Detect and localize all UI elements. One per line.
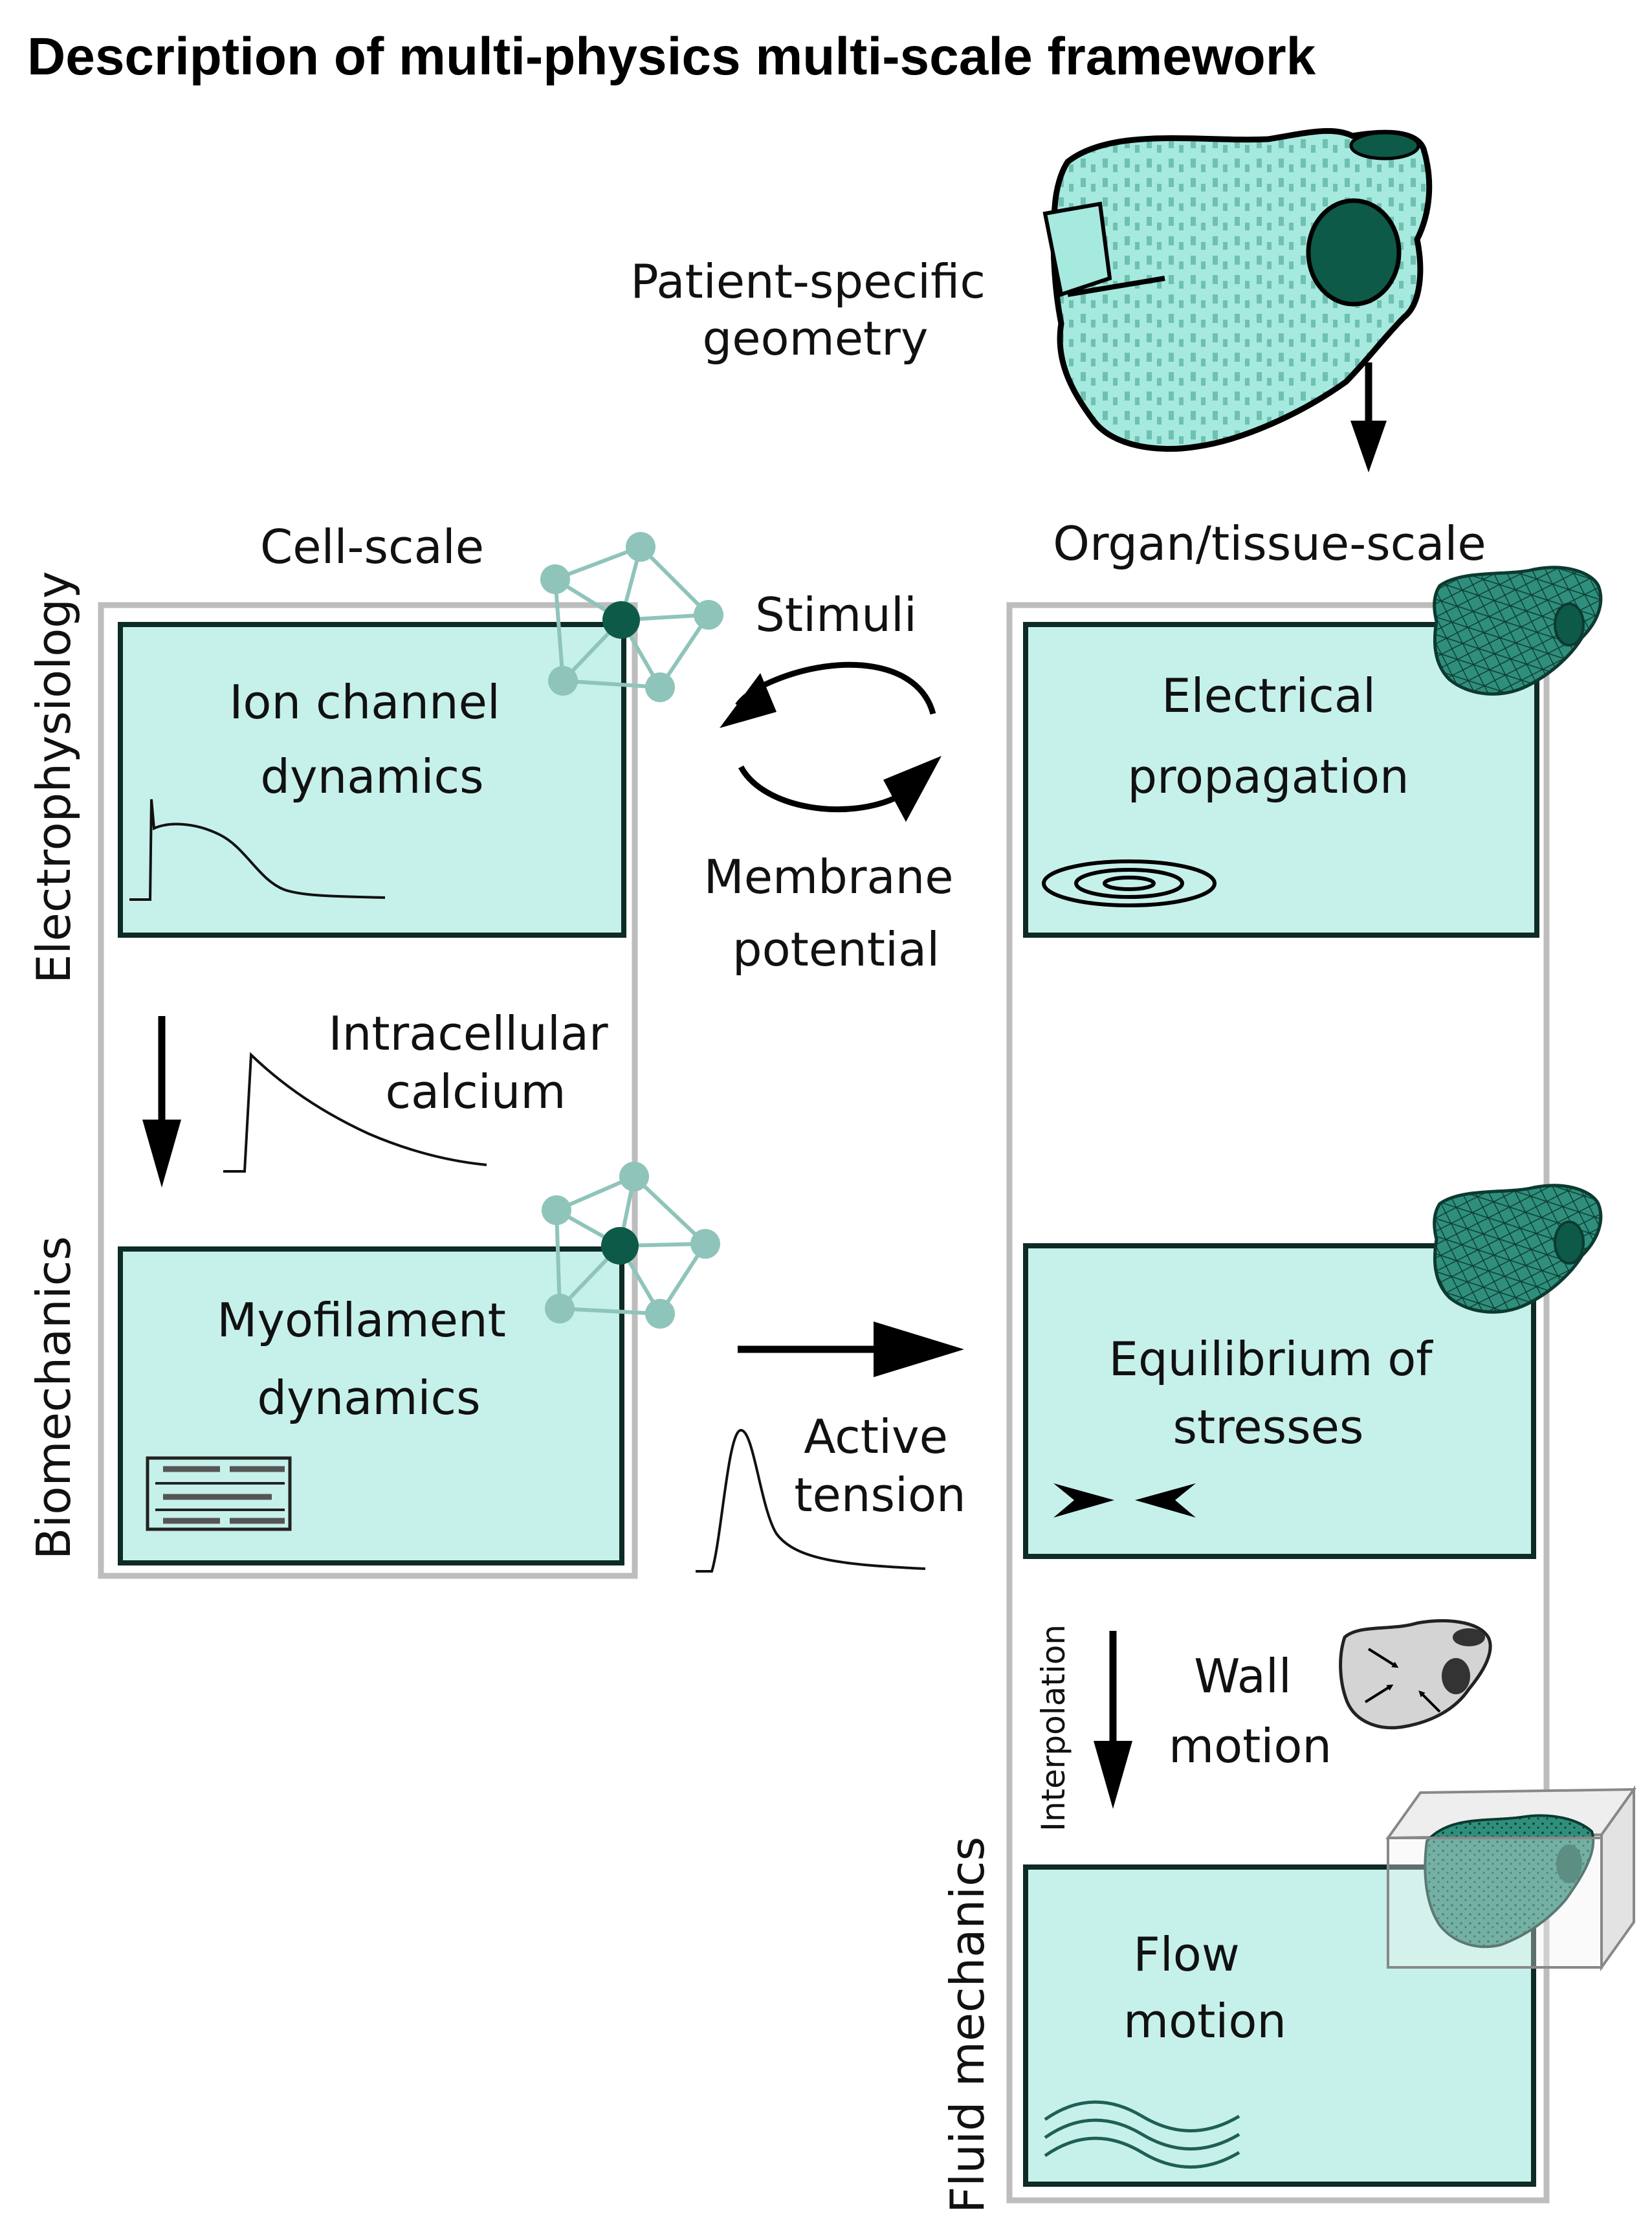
fluid-mechanics-label: Fluid mechanics bbox=[940, 1837, 995, 2213]
fluid-domain-box-icon bbox=[1385, 1785, 1636, 1972]
organ-scale-label: Organ/tissue-scale bbox=[1053, 516, 1486, 571]
network-icon bbox=[542, 1162, 720, 1329]
electrophysiology-label: Electrophysiology bbox=[27, 571, 81, 984]
stimuli-label: Stimuli bbox=[755, 588, 917, 642]
interpolation-arrow-head bbox=[1094, 1741, 1132, 1809]
tension-curve bbox=[696, 1428, 926, 1573]
tension-arrow-head bbox=[874, 1322, 964, 1377]
opposing-arrows-icon bbox=[1053, 1483, 1196, 1518]
geometry-label: Patient-specific geometry bbox=[630, 254, 1000, 366]
flow-motion-title: Flow motion bbox=[1123, 1927, 1286, 2048]
membrane-potential-label: Membrane potential bbox=[704, 850, 969, 977]
myofilament-panel: Myofilament dynamics bbox=[118, 1246, 624, 1565]
network-icon bbox=[540, 532, 723, 702]
cell-scale-group bbox=[98, 602, 638, 1579]
ion-channel-panel: Ion channel dynamics bbox=[118, 622, 626, 938]
heart-mesh-icon bbox=[1433, 1184, 1603, 1314]
equilibrium-title: Equilibrium of stresses bbox=[1108, 1332, 1447, 1454]
geometry-arrow-head bbox=[1350, 421, 1387, 472]
biomechanics-label: Biomechanics bbox=[27, 1236, 81, 1560]
calcium-label: Intracellular calcium bbox=[329, 1006, 623, 1119]
calcium-arrow-head bbox=[142, 1120, 181, 1188]
tension-label: Active tension bbox=[794, 1410, 965, 1522]
sarcomere-icon bbox=[146, 1456, 292, 1531]
myofilament-title: Myofilament dynamics bbox=[217, 1293, 520, 1425]
interpolation-label: Interpolation bbox=[1035, 1624, 1072, 1831]
cycle-arrows bbox=[720, 661, 942, 822]
wall-motion-label: Wall motion bbox=[1169, 1649, 1332, 1773]
electrical-propagation-title: Electrical propagation bbox=[1127, 669, 1409, 804]
spiral-wave-icon bbox=[1042, 859, 1217, 907]
flow-motion-panel: Flow motion bbox=[1023, 1864, 1536, 2187]
flow-waves-icon bbox=[1044, 2100, 1240, 2169]
ion-channel-title: Ion channel dynamics bbox=[229, 675, 515, 804]
action-potential-curve bbox=[129, 799, 386, 901]
heart-geometry-icon bbox=[1042, 127, 1433, 452]
cell-scale-label: Cell-scale bbox=[260, 520, 484, 574]
wall-motion-heart-icon bbox=[1339, 1619, 1492, 1730]
calcium-curve bbox=[223, 1052, 487, 1173]
organ-scale-group bbox=[1006, 602, 1550, 2204]
diagram-title: Description of multi-physics multi-scale… bbox=[27, 27, 1316, 86]
heart-mesh-icon bbox=[1433, 566, 1603, 696]
